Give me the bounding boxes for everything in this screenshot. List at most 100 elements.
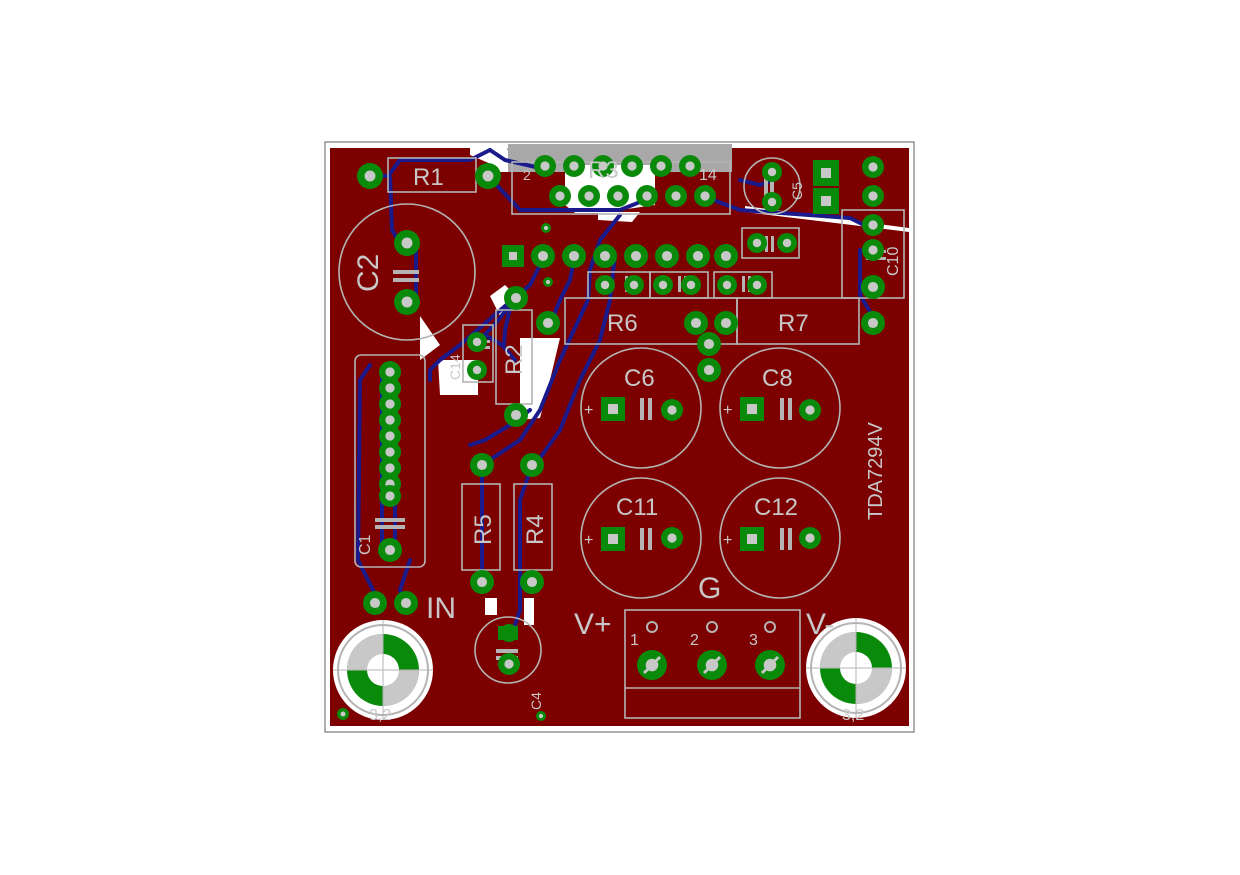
pad-hole-3 [401, 296, 413, 308]
pad-hole-66 [667, 405, 677, 415]
pad-hole-50 [385, 399, 395, 409]
pad-hole-68 [667, 533, 677, 543]
label-term3: 3 [749, 632, 758, 649]
mounting-hole-right [806, 618, 906, 718]
pad-hole-39 [868, 220, 878, 230]
pad-hole-41 [868, 162, 878, 172]
pad-hole-1 [482, 170, 494, 182]
pad-hole-54 [385, 463, 395, 473]
pad-hole-38 [868, 245, 878, 255]
silkscreen-outlines [338, 157, 905, 719]
label-c10: C10 [885, 247, 902, 276]
pad-hole-28 [752, 280, 762, 290]
pad-hole-69 [805, 533, 815, 543]
pad-hole-60 [476, 576, 488, 588]
pad-hole-36 [703, 364, 715, 376]
label-c2: C2 [352, 254, 385, 292]
pads [337, 155, 885, 721]
pad-hole-6 [598, 161, 608, 171]
label-plus-c11: + [584, 532, 593, 549]
pad-hole-12 [613, 191, 623, 201]
label-c6: C6 [624, 365, 655, 392]
pad-hole-56 [385, 491, 395, 501]
pad-hole-5 [569, 161, 579, 171]
pad-hole-23 [600, 280, 610, 290]
pad-hole-40 [868, 191, 878, 201]
pad-hole-11 [584, 191, 594, 201]
pad-hole-62 [369, 597, 381, 609]
pad-hole-33 [720, 317, 732, 329]
terminal-slot-2 [702, 655, 722, 675]
label-r7: R7 [778, 310, 809, 337]
pad-hole-16 [537, 250, 549, 262]
label-pin14: 14 [699, 167, 717, 184]
pad-hole-32 [690, 317, 702, 329]
pad-hole-30 [782, 238, 792, 248]
label-hole-right: 3,2 [842, 707, 864, 724]
pad-hole-15 [700, 191, 710, 201]
pad-hole-43 [510, 409, 522, 421]
label-g: G [698, 572, 721, 605]
label-plus-c8: + [723, 402, 732, 419]
pad-hole-10 [555, 191, 565, 201]
label-c12: C12 [754, 494, 798, 521]
pad-hole-52 [385, 431, 395, 441]
pad-hole-26 [686, 280, 696, 290]
label-vminus: V- [806, 608, 834, 641]
pad-hole-8 [656, 161, 666, 171]
pad-hole-45 [472, 365, 482, 375]
label-chip: TDA7294V [865, 422, 887, 520]
pad-hole-42 [510, 292, 522, 304]
label-in: IN [426, 592, 456, 625]
pad-hole-0 [364, 170, 376, 182]
pad-hole-37 [867, 281, 879, 293]
label-vplus: V+ [574, 608, 612, 641]
pad-hole-74 [538, 713, 544, 719]
label-c1: C1 [357, 534, 374, 555]
label-r3: R3 [588, 157, 619, 184]
pad-hole-29 [752, 238, 762, 248]
label-r2: R2 [501, 344, 528, 375]
label-r1: R1 [413, 164, 444, 191]
terminal-slot-1 [642, 655, 662, 675]
label-term1: 1 [630, 632, 639, 649]
pad-hole-59 [526, 459, 538, 471]
pad-hole-47 [767, 197, 777, 207]
pad-hole-58 [476, 459, 488, 471]
pad-hole-25 [658, 280, 668, 290]
label-term2: 2 [690, 632, 699, 649]
pad-hole-75 [543, 225, 549, 231]
pad-hole-13 [642, 191, 652, 201]
pad-hole-14 [671, 191, 681, 201]
terminal-marker-1 [646, 621, 658, 633]
pad-hole-17 [568, 250, 580, 262]
pad-hole-51 [385, 415, 395, 425]
pad-hole-35 [703, 338, 715, 350]
pad-hole-61 [526, 576, 538, 588]
pad-hole-27 [722, 280, 732, 290]
label-c14: C14 [447, 354, 463, 380]
pad-hole-2 [401, 237, 413, 249]
pad-hole-73 [340, 711, 346, 717]
label-plus-c12: + [723, 532, 732, 549]
label-r5: R5 [470, 514, 497, 545]
label-pin2: 2 [523, 167, 531, 183]
terminal-slot-3 [760, 655, 780, 675]
label-r6: R6 [607, 310, 638, 337]
label-hole-left: 3,2 [369, 707, 391, 724]
pad-hole-31 [542, 317, 554, 329]
label-plus-c6: + [584, 402, 593, 419]
terminal-marker-2 [706, 621, 718, 633]
pad-hole-19 [630, 250, 642, 262]
pad-hole-49 [385, 383, 395, 393]
pad-hole-24 [629, 280, 639, 290]
label-c5: C5 [789, 182, 805, 200]
label-r4: R4 [522, 514, 549, 545]
terminal-marker-3 [764, 621, 776, 633]
silkscreen-labels: R1 R3 2 14 R6 R7 C6 C8 C11 C12 G V+ V- I… [352, 157, 902, 724]
pad-hole-22 [720, 250, 732, 262]
pad-hole-53 [385, 447, 395, 457]
label-c11: C11 [616, 494, 658, 521]
pad-hole-48 [385, 367, 395, 377]
